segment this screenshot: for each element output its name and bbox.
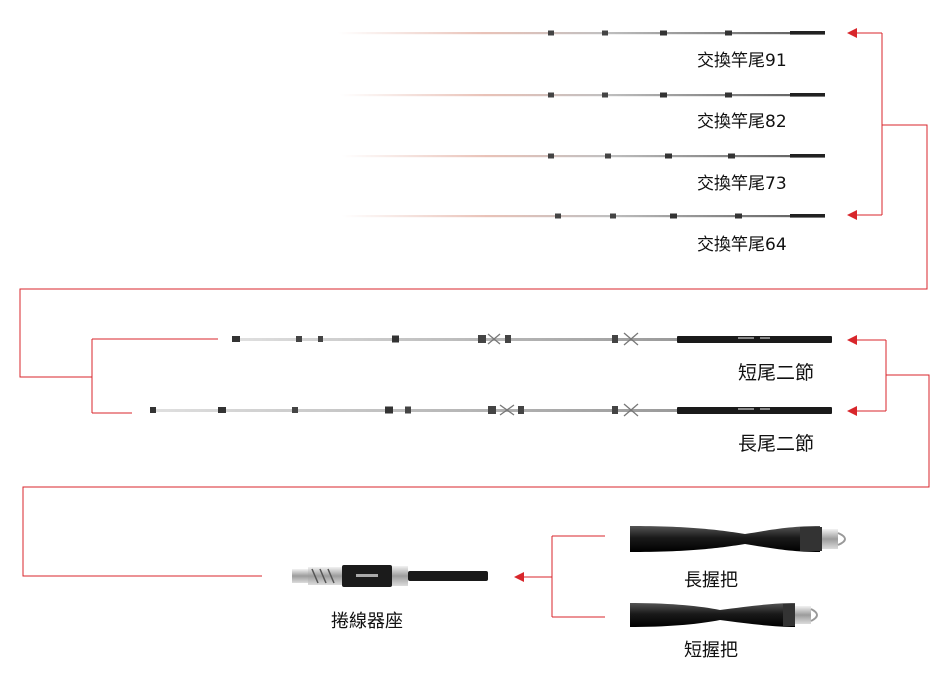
tip-section-82 (340, 92, 825, 98)
mid-section-short (232, 332, 832, 346)
mid-label-long: 長尾二節 (738, 433, 815, 455)
grip-label-long: 長握把 (684, 570, 738, 591)
tip-section-64 (342, 213, 825, 219)
reel-seat (292, 565, 488, 587)
tip-section-73 (342, 153, 825, 159)
tip-label-82: 交換竿尾82 (697, 112, 787, 132)
tip-section-91 (338, 30, 825, 36)
tip-label-73: 交換竿尾73 (697, 174, 787, 194)
mid-label-short: 短尾二節 (738, 362, 815, 384)
reel-seat-label: 捲線器座 (331, 611, 403, 632)
connector-grips-to-reel-seat (514, 535, 605, 618)
grip-short (630, 603, 818, 627)
tip-label-91: 交換竿尾91 (697, 51, 787, 71)
connector-tips-to-mid (19, 28, 928, 414)
connector-mid-to-reel-seat (22, 335, 930, 577)
mid-section-long (150, 403, 832, 417)
tip-label-64: 交換竿尾64 (697, 235, 787, 255)
grip-label-short: 短握把 (684, 640, 738, 661)
grip-long (630, 526, 846, 552)
